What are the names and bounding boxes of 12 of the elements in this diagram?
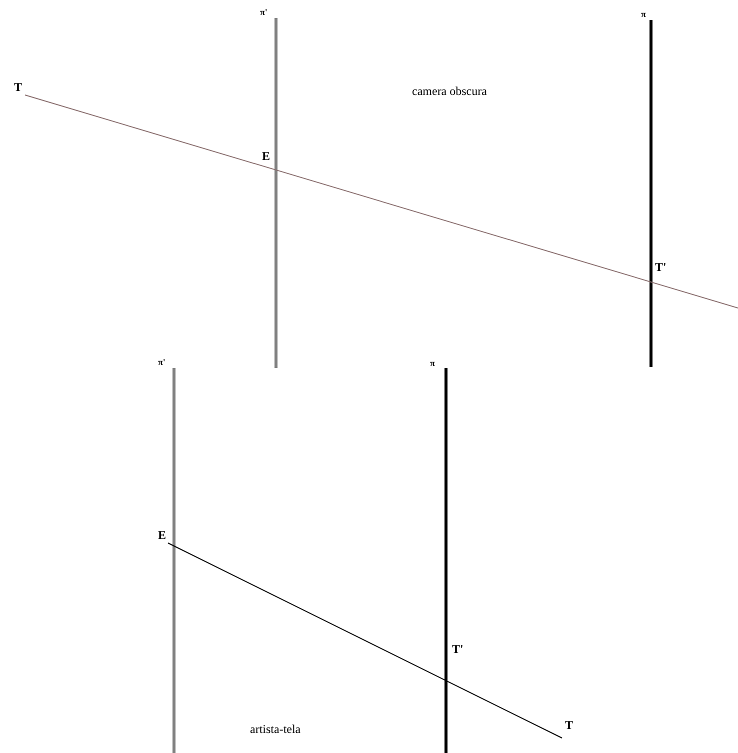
point-label: T — [14, 80, 22, 94]
point-label: T' — [655, 260, 666, 274]
plane-symbol-label: π — [430, 358, 435, 368]
point-label: T' — [452, 642, 464, 656]
plane-symbol-label: π' — [158, 357, 166, 367]
view-title: camera obscura — [412, 84, 487, 98]
point-label: E — [262, 149, 270, 163]
point-label: E — [158, 528, 166, 542]
plane-symbol-label: π' — [260, 7, 268, 17]
plane-symbol-label: π — [641, 9, 646, 19]
point-label: T — [565, 718, 574, 732]
view-title: artista-tela — [250, 722, 301, 736]
